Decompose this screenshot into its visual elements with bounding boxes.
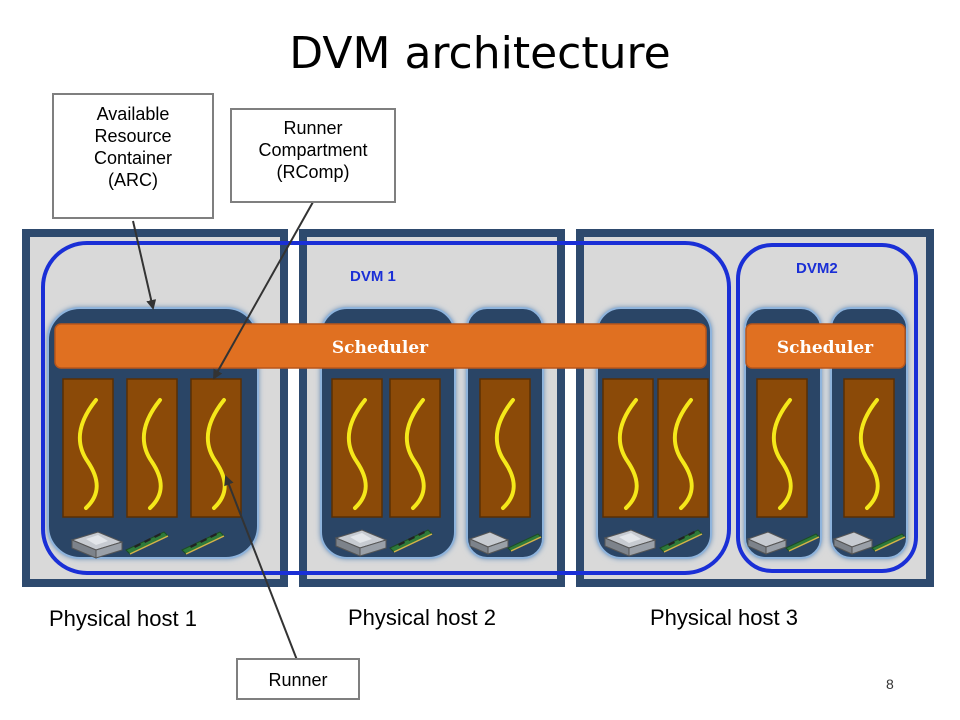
memory-module-icon bbox=[785, 533, 820, 552]
runner-callout-arrow bbox=[224, 475, 298, 661]
dvm1-scheduler-label: Scheduler bbox=[332, 338, 429, 358]
cpu-chip-icon bbox=[334, 529, 388, 557]
dvm2-scheduler-label: Scheduler bbox=[777, 338, 874, 358]
arc-callout-arrow bbox=[132, 220, 157, 310]
runner-thread bbox=[346, 398, 368, 510]
rcomp-callout-arrow bbox=[213, 201, 314, 380]
memory-module-icon bbox=[659, 529, 703, 553]
runner-thread bbox=[617, 398, 639, 510]
runner-compartment bbox=[331, 378, 383, 518]
rcomp-callout: Runner Compartment (RComp) bbox=[230, 108, 396, 203]
dvm1-scheduler-bar bbox=[54, 323, 707, 369]
runner-compartment bbox=[479, 378, 531, 518]
runner-compartment bbox=[62, 378, 114, 518]
memory-module-icon bbox=[125, 531, 169, 555]
runner-compartment bbox=[756, 378, 808, 518]
runner-thread bbox=[77, 398, 99, 510]
runner-thread bbox=[404, 398, 426, 510]
cpu-chip-icon bbox=[70, 531, 124, 559]
dvm1-label: DVM 1 bbox=[350, 268, 396, 285]
runner-compartment bbox=[843, 378, 895, 518]
runner-thread bbox=[141, 398, 163, 510]
slide-number: 8 bbox=[886, 676, 894, 692]
arc-callout: Available Resource Container (ARC) bbox=[52, 93, 214, 219]
callout-line: Container bbox=[93, 148, 173, 168]
hardware-icons bbox=[70, 529, 906, 559]
slide-title: DVM architecture bbox=[289, 28, 671, 79]
callout-line: Runner bbox=[283, 118, 343, 138]
callout-line: Runner bbox=[268, 670, 328, 690]
runner-callout: Runner bbox=[236, 658, 360, 700]
dvm2-outline bbox=[736, 243, 918, 573]
memory-module-icon bbox=[871, 533, 906, 552]
memory-module-icon bbox=[389, 529, 433, 553]
dvm1-outline bbox=[41, 241, 731, 575]
runner-thread bbox=[672, 398, 694, 510]
runner-thread bbox=[205, 398, 227, 510]
cpu-chip-icon bbox=[468, 531, 510, 555]
memory-module-icon bbox=[181, 531, 225, 555]
physical-host-2-label: Physical host 2 bbox=[348, 605, 496, 630]
callout-line: Available bbox=[96, 104, 170, 124]
runner-compartment bbox=[389, 378, 441, 518]
runner-compartment bbox=[602, 378, 654, 518]
cpu-chip-icon bbox=[603, 529, 657, 557]
physical-host-3-label: Physical host 3 bbox=[650, 605, 798, 630]
callout-line: Compartment bbox=[258, 140, 368, 160]
runner-compartment bbox=[657, 378, 709, 518]
runner-thread bbox=[858, 398, 880, 510]
runner-thread bbox=[494, 398, 516, 510]
dvm2-label: DVM2 bbox=[796, 260, 838, 277]
cpu-chip-icon bbox=[746, 531, 788, 555]
memory-module-icon bbox=[507, 533, 542, 552]
runner-thread bbox=[771, 398, 793, 510]
physical-host-1-label: Physical host 1 bbox=[49, 606, 197, 631]
callout-line: Resource bbox=[94, 126, 172, 146]
callout-line: (RComp) bbox=[276, 162, 350, 182]
dvm2-scheduler-bar bbox=[745, 323, 906, 369]
runner-compartment bbox=[126, 378, 178, 518]
callout-line: (ARC) bbox=[108, 170, 158, 190]
cpu-chip-icon bbox=[832, 531, 874, 555]
